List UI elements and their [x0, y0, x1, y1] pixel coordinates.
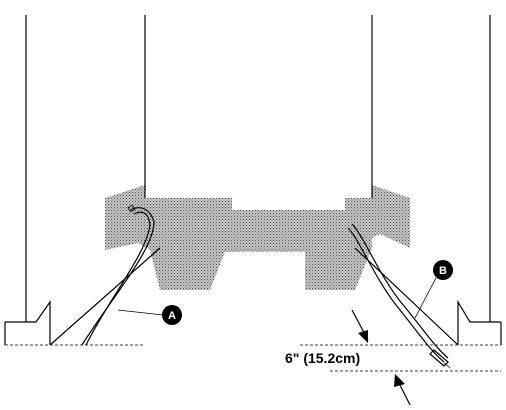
floor-lines — [5, 344, 501, 372]
measurement-label: 6" (15.2cm) — [285, 350, 360, 366]
leader-lines — [117, 277, 437, 319]
measurement-arrows — [351, 309, 411, 406]
callout-b: B — [433, 260, 453, 280]
hose-a — [81, 204, 155, 346]
arrow-up-icon — [394, 374, 405, 387]
callout-a: A — [162, 305, 182, 325]
arrow-down-icon — [358, 330, 368, 343]
right-cabinet — [354, 15, 502, 346]
opening-shading — [105, 185, 410, 290]
hose-b — [347, 223, 451, 369]
callout-b-label: B — [439, 265, 447, 277]
left-cabinet — [4, 15, 161, 346]
callout-a-label: A — [168, 310, 176, 322]
